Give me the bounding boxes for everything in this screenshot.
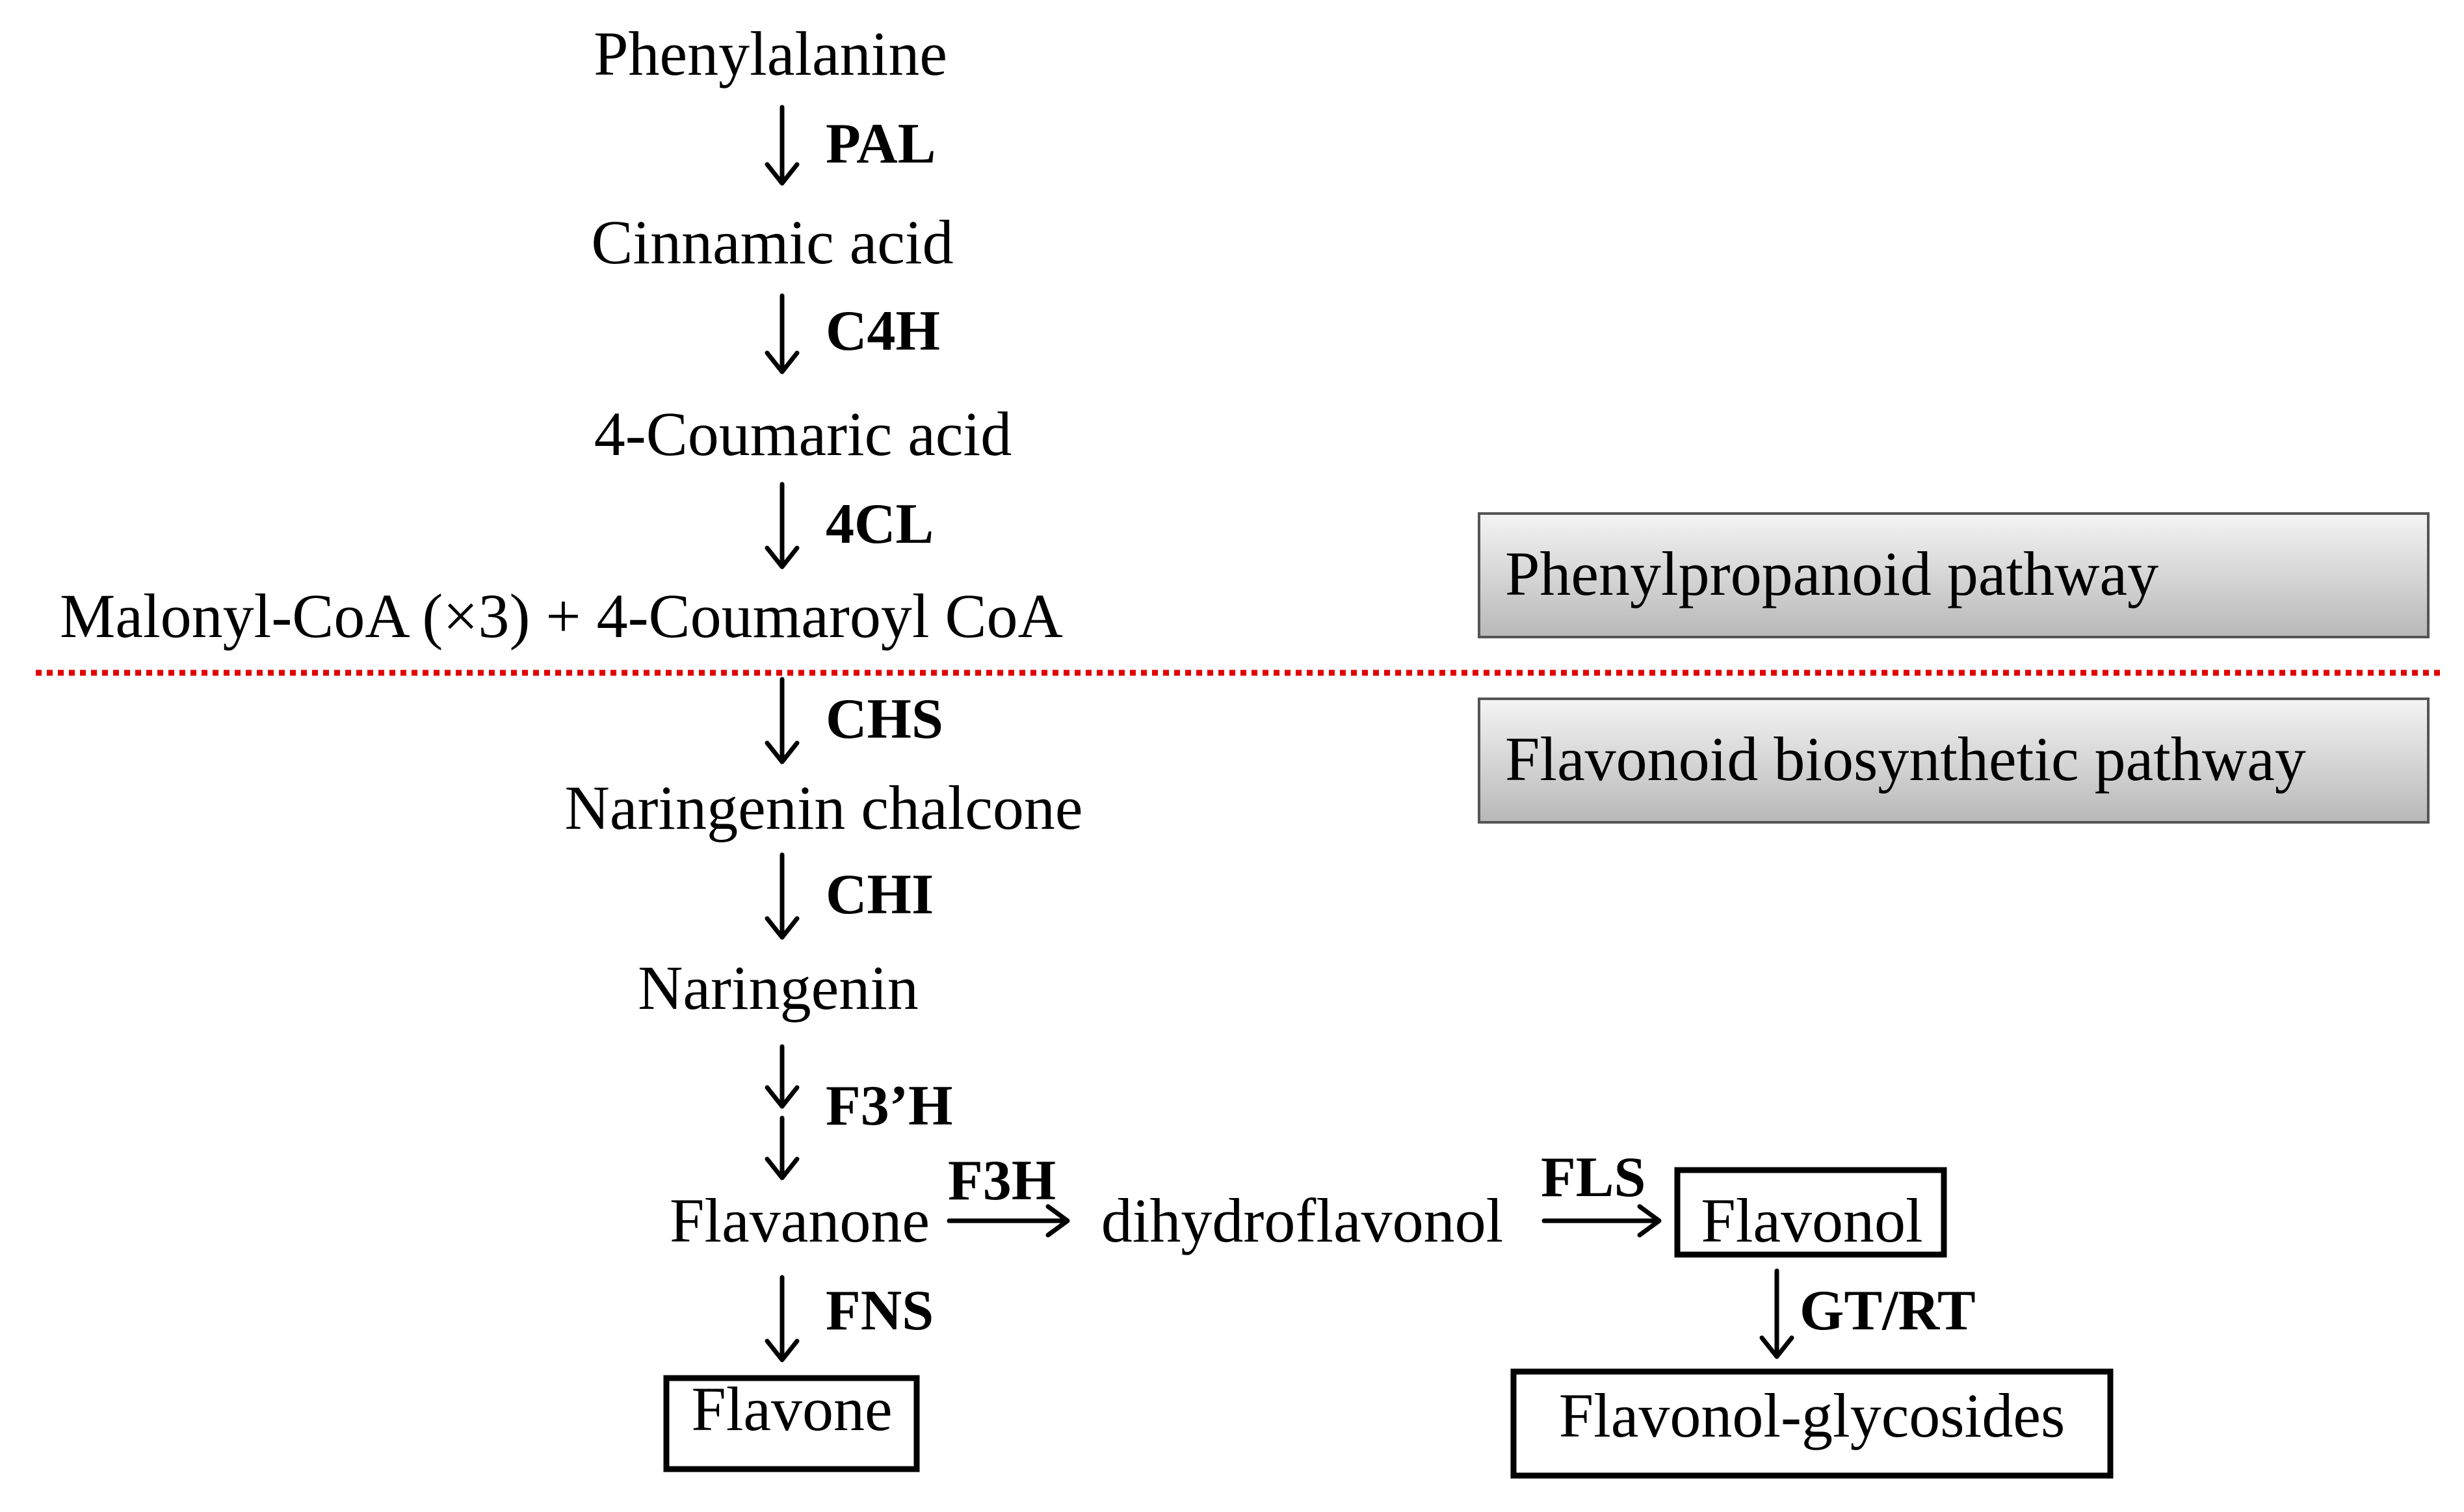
arrow-f3ph-upper <box>765 1044 800 1109</box>
arrow-f3ph-lower <box>765 1115 800 1180</box>
enzyme-fls: FLS <box>1541 1146 1645 1209</box>
compound-dihydroflavonol: dihydroflavonol <box>1101 1186 1504 1255</box>
arrow-4cl <box>765 482 800 569</box>
arrow-gtrt <box>1759 1268 1794 1359</box>
compound-naringenin-chalcone: Naringenin chalcone <box>565 773 1083 842</box>
legend-flavonoid: Flavonoid biosynthetic pathway <box>1478 697 2430 824</box>
compound-phenylalanine: Phenylalanine <box>594 19 947 88</box>
enzyme-pal: PAL <box>826 112 936 176</box>
arrow-fns <box>765 1275 800 1362</box>
legend-box-flavonoid <box>1478 697 2430 824</box>
compound-4-coumaric-acid: 4-Coumaric acid <box>594 399 1012 469</box>
arrow-chi <box>765 852 800 940</box>
compound-flavone: Flavone <box>691 1374 892 1444</box>
arrow-fls <box>1541 1204 1662 1238</box>
flavone-box <box>663 1375 920 1472</box>
enzyme-c4h: C4H <box>826 300 940 363</box>
compound-cinnamic-acid: Cinnamic acid <box>591 207 953 277</box>
arrow-chs <box>765 677 800 764</box>
flavonol-glycosides-box <box>1510 1368 2114 1479</box>
arrow-pal <box>765 105 800 186</box>
compound-malonyl-coumaroyl-coa: Malonyl-CoA (×3) + 4-Coumaroyl CoA <box>60 581 1063 651</box>
arrow-f3h <box>947 1204 1070 1238</box>
arrow-c4h <box>765 293 800 374</box>
legend-label-flavonoid: Flavonoid biosynthetic pathway <box>1505 724 2306 794</box>
legend-phenylpropanoid: Phenylpropanoid pathway <box>1478 512 2430 638</box>
flavonol-box <box>1674 1167 1947 1258</box>
enzyme-f3ph: F3’H <box>826 1075 953 1138</box>
enzyme-4cl: 4CL <box>826 493 934 556</box>
enzyme-fns: FNS <box>826 1279 934 1342</box>
legend-label-phenylpropanoid: Phenylpropanoid pathway <box>1505 539 2158 608</box>
enzyme-gtrt: GT/RT <box>1800 1279 1976 1342</box>
legend-box-phenylpropanoid <box>1478 512 2430 638</box>
compound-flavanone: Flavanone <box>670 1186 930 1255</box>
compound-flavonol-glycosides: Flavonol-glycosides <box>1559 1381 2065 1450</box>
compound-naringenin: Naringenin <box>638 953 919 1023</box>
enzyme-f3h: F3H <box>948 1149 1056 1212</box>
compound-flavonol: Flavonol <box>1701 1186 1922 1255</box>
enzyme-chi: CHI <box>826 863 934 926</box>
enzyme-chs: CHS <box>826 688 943 751</box>
